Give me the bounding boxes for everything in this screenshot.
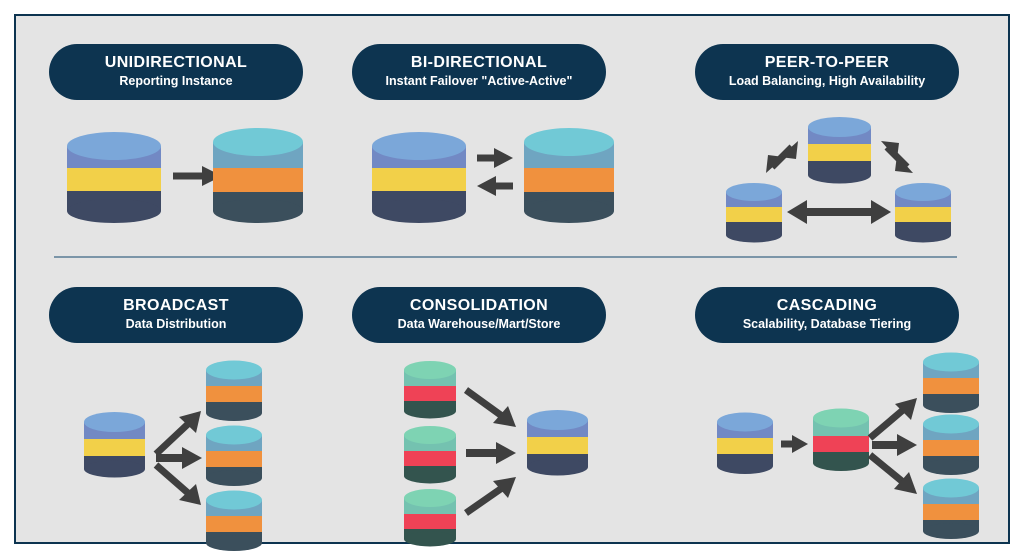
arrow-to-target-2 [156,447,202,469]
panel-graphic-bi-directional [341,106,641,246]
tier3-database-2 [923,414,979,475]
panel-title: BI-DIRECTIONAL [410,53,548,71]
panel-title: UNIDIRECTIONAL [104,53,248,71]
arrow-reverse [477,176,513,196]
panel-graphic-peer-to-peer [695,106,975,246]
panel-graphic-broadcast [46,348,336,551]
panel-graphic-consolidation [376,348,646,547]
arrow-left-right [787,200,891,224]
panel-title: BROADCAST [123,296,229,314]
tier3-database-1 [923,352,979,413]
source-database [67,132,161,223]
panel-graphic-unidirectional [36,106,336,246]
diagram-canvas: UNIDIRECTIONAL Reporting Instance BI-DIR… [14,14,1010,551]
peer-database-left [726,183,782,243]
panel-title: CONSOLIDATION [409,296,549,314]
secondary-database [524,128,614,223]
panel-subtitle: Instant Failover "Active-Active" [385,74,573,89]
panel-subtitle: Load Balancing, High Availability [728,74,926,89]
arrow-tier2-tier3-1 [867,398,917,441]
panel-title: PEER-TO-PEER [764,53,890,71]
peer-database-right [895,183,951,243]
source-database-2 [404,426,456,484]
peer-database-top [808,117,871,184]
target-database-3 [206,490,262,551]
arrow-from-source-1 [463,387,516,427]
arrow-from-source-3 [464,477,516,516]
source-database-3 [404,489,456,547]
replication-arrow [173,166,222,186]
panel-subtitle: Data Warehouse/Mart/Store [397,317,561,332]
target-database-2 [206,425,262,486]
arrow-top-right [881,141,913,173]
panel-subtitle: Data Distribution [125,317,227,332]
panel-subtitle: Reporting Instance [119,74,233,89]
source-database-1 [404,361,456,419]
arrow-left-top [766,141,798,173]
arrow-from-source-2 [466,442,516,464]
target-database [213,128,303,223]
tier3-database-3 [923,478,979,539]
primary-database [372,132,466,223]
target-database [527,410,588,476]
panel-header-cascading: CASCADING Scalability, Database Tiering [695,287,959,343]
source-database [84,412,145,478]
tier1-database [717,412,773,474]
panel-subtitle: Scalability, Database Tiering [742,317,912,332]
arrow-tier2-tier3-2 [872,434,917,456]
panel-header-broadcast: BROADCAST Data Distribution [49,287,303,343]
arrow-to-target-1 [153,411,201,457]
panel-header-unidirectional: UNIDIRECTIONAL Reporting Instance [49,44,303,100]
panel-graphic-cascading [695,348,995,539]
target-database-1 [206,360,262,421]
arrow-tier1-tier2 [781,435,808,453]
panel-title: CASCADING [776,296,878,314]
arrow-to-target-3 [153,462,201,505]
panel-header-consolidation: CONSOLIDATION Data Warehouse/Mart/Store [352,287,606,343]
panel-header-peer-to-peer: PEER-TO-PEER Load Balancing, High Availa… [695,44,959,100]
arrow-forward [477,148,513,168]
panel-header-bi-directional: BI-DIRECTIONAL Instant Failover "Active-… [352,44,606,100]
tier2-database [813,408,869,471]
arrow-tier2-tier3-3 [867,452,917,494]
section-divider [54,256,957,258]
